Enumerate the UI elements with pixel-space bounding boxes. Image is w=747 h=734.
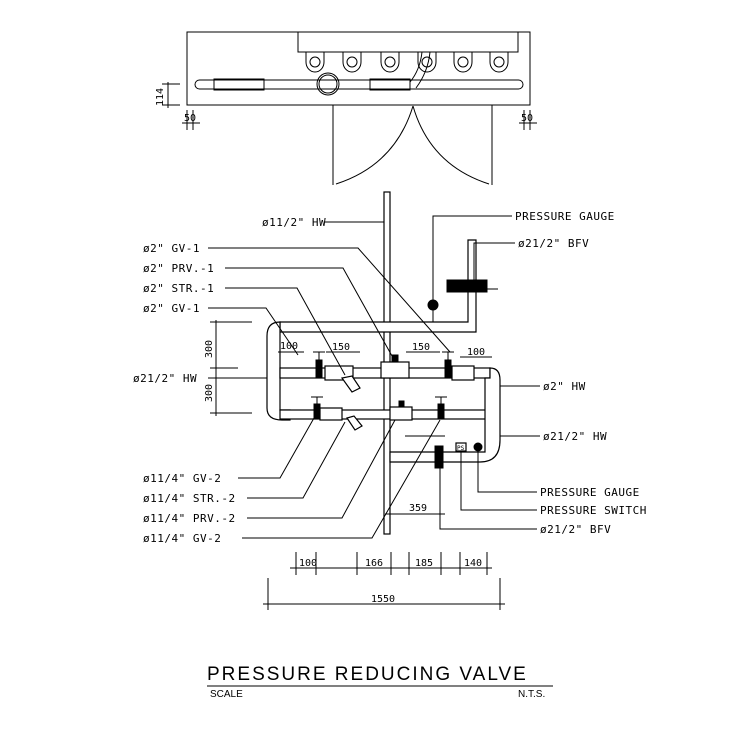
label-gv2-b: ø11/4" GV-2 <box>143 532 221 545</box>
gate-valve-gv2-left <box>313 403 321 420</box>
dimensions: 300 300 100 150 150 100 359 100 166 185 … <box>204 320 505 610</box>
label-prv2: ø11/4" PRV.-2 <box>143 512 236 525</box>
sink-drain-icon <box>384 56 396 68</box>
leader-line <box>439 468 537 530</box>
sink-icon <box>453 52 473 73</box>
callouts: ø11/2" HW ø2" GV-1 ø2" PRV.-1 ø2" STR.-1… <box>133 210 647 545</box>
strainer-str1 <box>340 375 361 393</box>
sink-icon <box>489 52 509 73</box>
leader-line <box>208 307 299 356</box>
leader-line <box>247 419 396 519</box>
union-fittings <box>451 365 475 381</box>
dim-359: 359 <box>409 503 427 514</box>
label-gv1-bottom: ø2" GV-1 <box>143 302 200 315</box>
label-hw-left: ø21/2" HW <box>133 372 197 385</box>
label-pressure-gauge-top: PRESSURE GAUGE <box>515 210 615 223</box>
right-header-pipe <box>389 367 501 463</box>
left-header-pipe <box>266 321 291 421</box>
dim-bottom-140: 140 <box>464 558 482 569</box>
plan-valve-right <box>369 78 411 91</box>
pressure-gauge-bottom <box>473 442 483 452</box>
prv-1-pilot <box>391 354 399 363</box>
sinks <box>305 52 509 73</box>
plan-pipe <box>194 79 524 90</box>
gate-valve-gv2-right <box>437 403 445 420</box>
butterfly-valve-top <box>446 279 488 293</box>
label-str2: ø11/4" STR.-2 <box>143 492 236 505</box>
leader-line <box>242 419 441 539</box>
drawing-title: PRESSURE REDUCING VALVE <box>207 664 528 685</box>
leader-line <box>432 215 512 300</box>
lower-branch-pipe <box>279 409 491 420</box>
butterfly-valve-bottom <box>434 445 444 469</box>
gate-valve-gv1-left <box>315 359 323 379</box>
prv-2-pilot <box>398 400 405 408</box>
union-fittings <box>324 365 354 381</box>
leader-line <box>225 267 393 357</box>
prv-2 <box>389 406 413 421</box>
dim-bottom-166: 166 <box>365 558 383 569</box>
leaders <box>208 215 540 539</box>
dim-bottom-185: 185 <box>415 558 433 569</box>
elevation-view: PS <box>266 191 501 535</box>
sink-icon <box>305 52 325 73</box>
label-hw-right-212: ø21/2" HW <box>543 430 607 443</box>
label-hw-right-2: ø2" HW <box>543 380 586 393</box>
title-block: PRESSURE REDUCING VALVE SCALE N.T.S. <box>207 664 553 700</box>
plan-view: 114 50 50 <box>155 31 537 185</box>
dim-50-left: 50 <box>184 113 196 124</box>
label-pressure-gauge-bottom: PRESSURE GAUGE <box>540 486 640 499</box>
plan-prv <box>318 74 338 94</box>
label-hw-riser: ø11/2" HW <box>262 216 326 229</box>
leader-line <box>238 417 315 479</box>
dim-300-bottom: 300 <box>204 384 215 402</box>
label-bfv-bottom: ø21/2" BFV <box>540 523 611 536</box>
pressure-switch-tag: PS <box>457 445 465 452</box>
door-swing-left <box>335 105 414 185</box>
label-bfv-top: ø21/2" BFV <box>518 237 589 250</box>
leader-line <box>225 287 346 376</box>
dim-150-right: 150 <box>412 342 430 353</box>
leader-line <box>460 451 537 511</box>
prv-1 <box>380 361 410 379</box>
strainer-str2 <box>346 415 363 431</box>
scale-value: N.T.S. <box>518 689 545 700</box>
sink-drain-icon <box>309 56 321 68</box>
dim-1550: 1550 <box>371 594 395 605</box>
dim-114: 114 <box>155 88 166 106</box>
bottom-dim-ticks <box>295 552 488 575</box>
leader-line <box>247 421 346 499</box>
dim-150-left: 150 <box>332 342 350 353</box>
sink-drain-icon <box>346 56 358 68</box>
dim-100-right: 100 <box>467 347 485 358</box>
dim-100-left: 100 <box>280 341 298 352</box>
sink-icon <box>417 52 437 73</box>
label-prv1: ø2" PRV.-1 <box>143 262 214 275</box>
leader-line <box>477 452 537 493</box>
dim-bottom-100: 100 <box>299 558 317 569</box>
gate-valve-gv1-right <box>444 359 452 379</box>
dim-300-top: 300 <box>204 340 215 358</box>
sink-icon <box>342 52 362 73</box>
plan-riser-bend <box>409 51 431 89</box>
sink-drain-icon <box>457 56 469 68</box>
leader-line <box>473 242 515 280</box>
union-fittings <box>319 407 343 421</box>
label-pressure-switch: PRESSURE SWITCH <box>540 504 647 517</box>
scale-label: SCALE <box>210 689 243 700</box>
plan-prv-ring <box>316 72 340 96</box>
sink-drain-icon <box>493 56 505 68</box>
leader-line <box>208 247 451 353</box>
label-str1: ø2" STR.-1 <box>143 282 214 295</box>
dim-50-right: 50 <box>521 113 533 124</box>
door-swing-right <box>412 105 490 185</box>
label-gv1-top: ø2" GV-1 <box>143 242 200 255</box>
pressure-gauge-top <box>427 299 439 311</box>
sink-counter <box>297 31 519 53</box>
plan-valve-left <box>213 78 265 91</box>
sink-icon <box>380 52 400 73</box>
label-gv2-a: ø11/4" GV-2 <box>143 472 221 485</box>
